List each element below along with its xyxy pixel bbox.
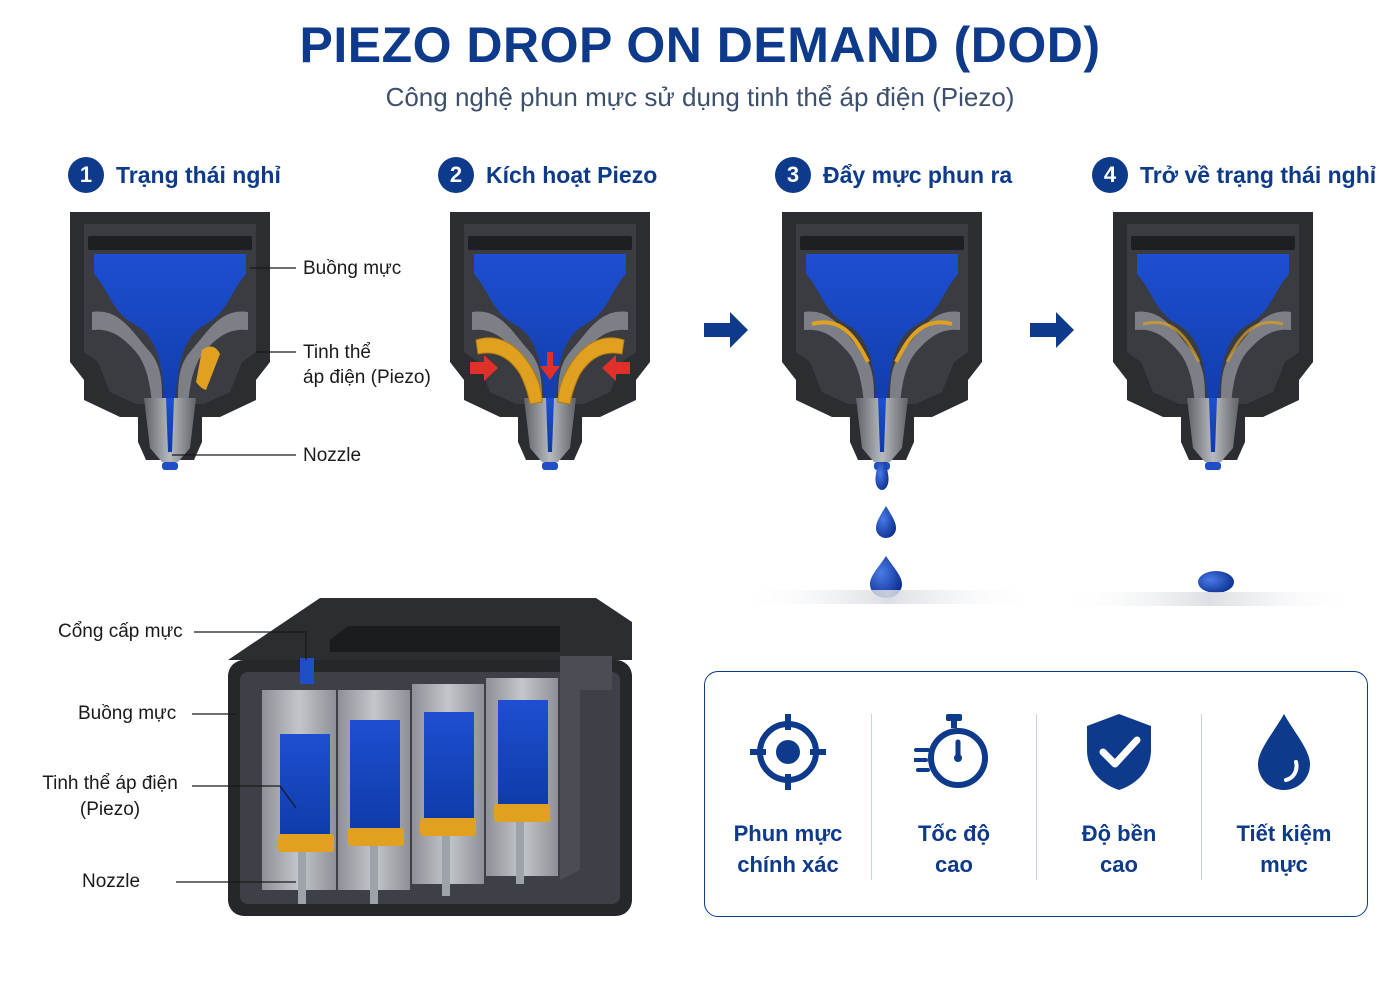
divider xyxy=(1036,714,1037,880)
step-number-badge: 3 xyxy=(775,157,811,193)
page-subtitle: Công nghệ phun mực sử dụng tinh thể áp đ… xyxy=(385,82,1015,112)
flow-arrows xyxy=(704,312,1074,348)
step-heading-2: 2 Kích hoạt Piezo xyxy=(438,155,657,195)
ink-drop xyxy=(876,506,896,538)
step-number-badge: 4 xyxy=(1092,157,1128,193)
printhead-cutaway xyxy=(228,598,632,916)
target-icon xyxy=(750,714,826,790)
divider xyxy=(871,714,872,880)
step-number-badge: 1 xyxy=(68,157,104,193)
landed-ink-drop xyxy=(1198,571,1234,593)
label-ink-chamber-cutaway: Buồng mực xyxy=(78,703,177,724)
surface-shadow xyxy=(738,590,1038,604)
label-nozzle: Nozzle xyxy=(303,445,362,466)
label-piezo-cutaway-line1: Tinh thể áp điện xyxy=(42,773,178,794)
printhead-step-3 xyxy=(782,212,982,490)
page-title: PIEZO DROP ON DEMAND (DOD) xyxy=(299,17,1101,73)
step-heading-3: 3 Đẩy mực phun ra xyxy=(775,155,1012,195)
step-number-badge: 2 xyxy=(438,157,474,193)
label-ink-inlet: Cổng cấp mực xyxy=(58,621,183,642)
divider xyxy=(1201,714,1202,880)
label-piezo-line1: Tinh thể xyxy=(303,342,371,363)
surface-shadow xyxy=(1060,592,1360,606)
label-piezo-line2: áp điện (Piezo) xyxy=(303,367,431,388)
label-nozzle-cutaway: Nozzle xyxy=(82,871,141,892)
step-title: Trở về trạng thái nghỉ xyxy=(1140,161,1377,188)
step-title: Trạng thái nghỉ xyxy=(116,161,281,188)
step-title: Kích hoạt Piezo xyxy=(486,161,658,188)
ink-drop-icon xyxy=(1258,714,1310,790)
printhead-step-2 xyxy=(450,212,650,470)
step-heading-4: 4 Trở về trạng thái nghỉ xyxy=(1092,155,1376,195)
cutaway-leader-lines xyxy=(176,631,307,883)
stopwatch-icon xyxy=(914,714,988,788)
step1-leader-lines xyxy=(172,267,296,456)
printhead-step-4 xyxy=(1113,212,1313,470)
shield-check-icon xyxy=(1087,714,1151,790)
label-piezo-cutaway-line2: (Piezo) xyxy=(79,799,141,820)
printhead-step-1 xyxy=(70,212,270,470)
step-title: Đẩy mực phun ra xyxy=(823,161,1013,188)
step-heading-1: 1 Trạng thái nghỉ xyxy=(68,155,281,195)
ink-drop xyxy=(870,556,902,598)
label-ink-chamber: Buồng mực xyxy=(303,258,402,279)
